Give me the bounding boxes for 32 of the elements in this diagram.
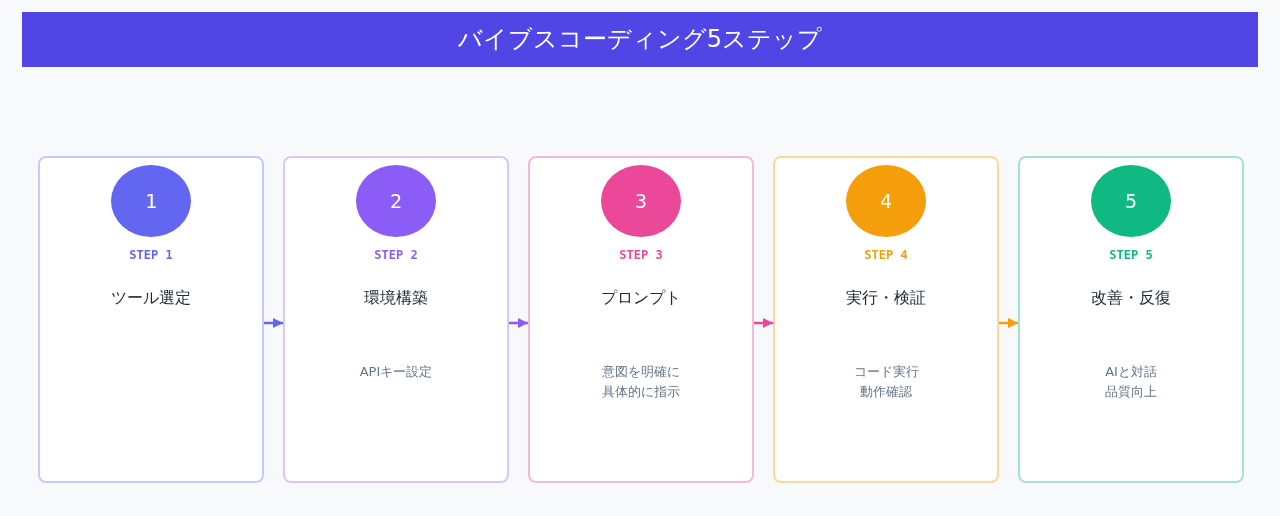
step-heading: 環境構築 <box>363 288 429 309</box>
step-label: STEP 5 <box>1108 248 1154 262</box>
step-card <box>1018 156 1244 483</box>
step-description: コード実行 <box>852 363 920 381</box>
step-card <box>528 156 754 483</box>
step-heading: ツール選定 <box>110 288 192 309</box>
step-heading: 改善・反復 <box>1090 288 1172 309</box>
number-circle: 4 <box>846 165 926 237</box>
step-card <box>283 156 509 483</box>
step-description: 動作確認 <box>859 383 913 401</box>
step-heading: 実行・検証 <box>845 288 927 309</box>
number-circle: 1 <box>111 165 191 237</box>
title: バイブスコーディング5ステップ <box>456 24 824 55</box>
arrow <box>999 318 1018 328</box>
number-circle: 5 <box>1091 165 1171 237</box>
arrow <box>264 318 283 328</box>
arrow <box>509 318 528 328</box>
step-label: STEP 1 <box>128 248 174 262</box>
step-description: APIキー設定 <box>358 363 434 381</box>
step-label: STEP 2 <box>373 248 419 262</box>
number-circle: 2 <box>356 165 436 237</box>
step-label: STEP 3 <box>618 248 664 262</box>
step-description: 意図を明確に <box>601 363 681 381</box>
step-label: STEP 4 <box>863 248 909 262</box>
step-description: 品質向上 <box>1104 383 1158 401</box>
step-description: 具体的に指示 <box>601 383 681 401</box>
step-card <box>38 156 264 483</box>
step-description: AIと対話 <box>1104 363 1158 381</box>
number-circle: 3 <box>601 165 681 237</box>
arrow <box>754 318 773 328</box>
step-card <box>773 156 999 483</box>
step-heading: プロンプト <box>600 288 682 309</box>
